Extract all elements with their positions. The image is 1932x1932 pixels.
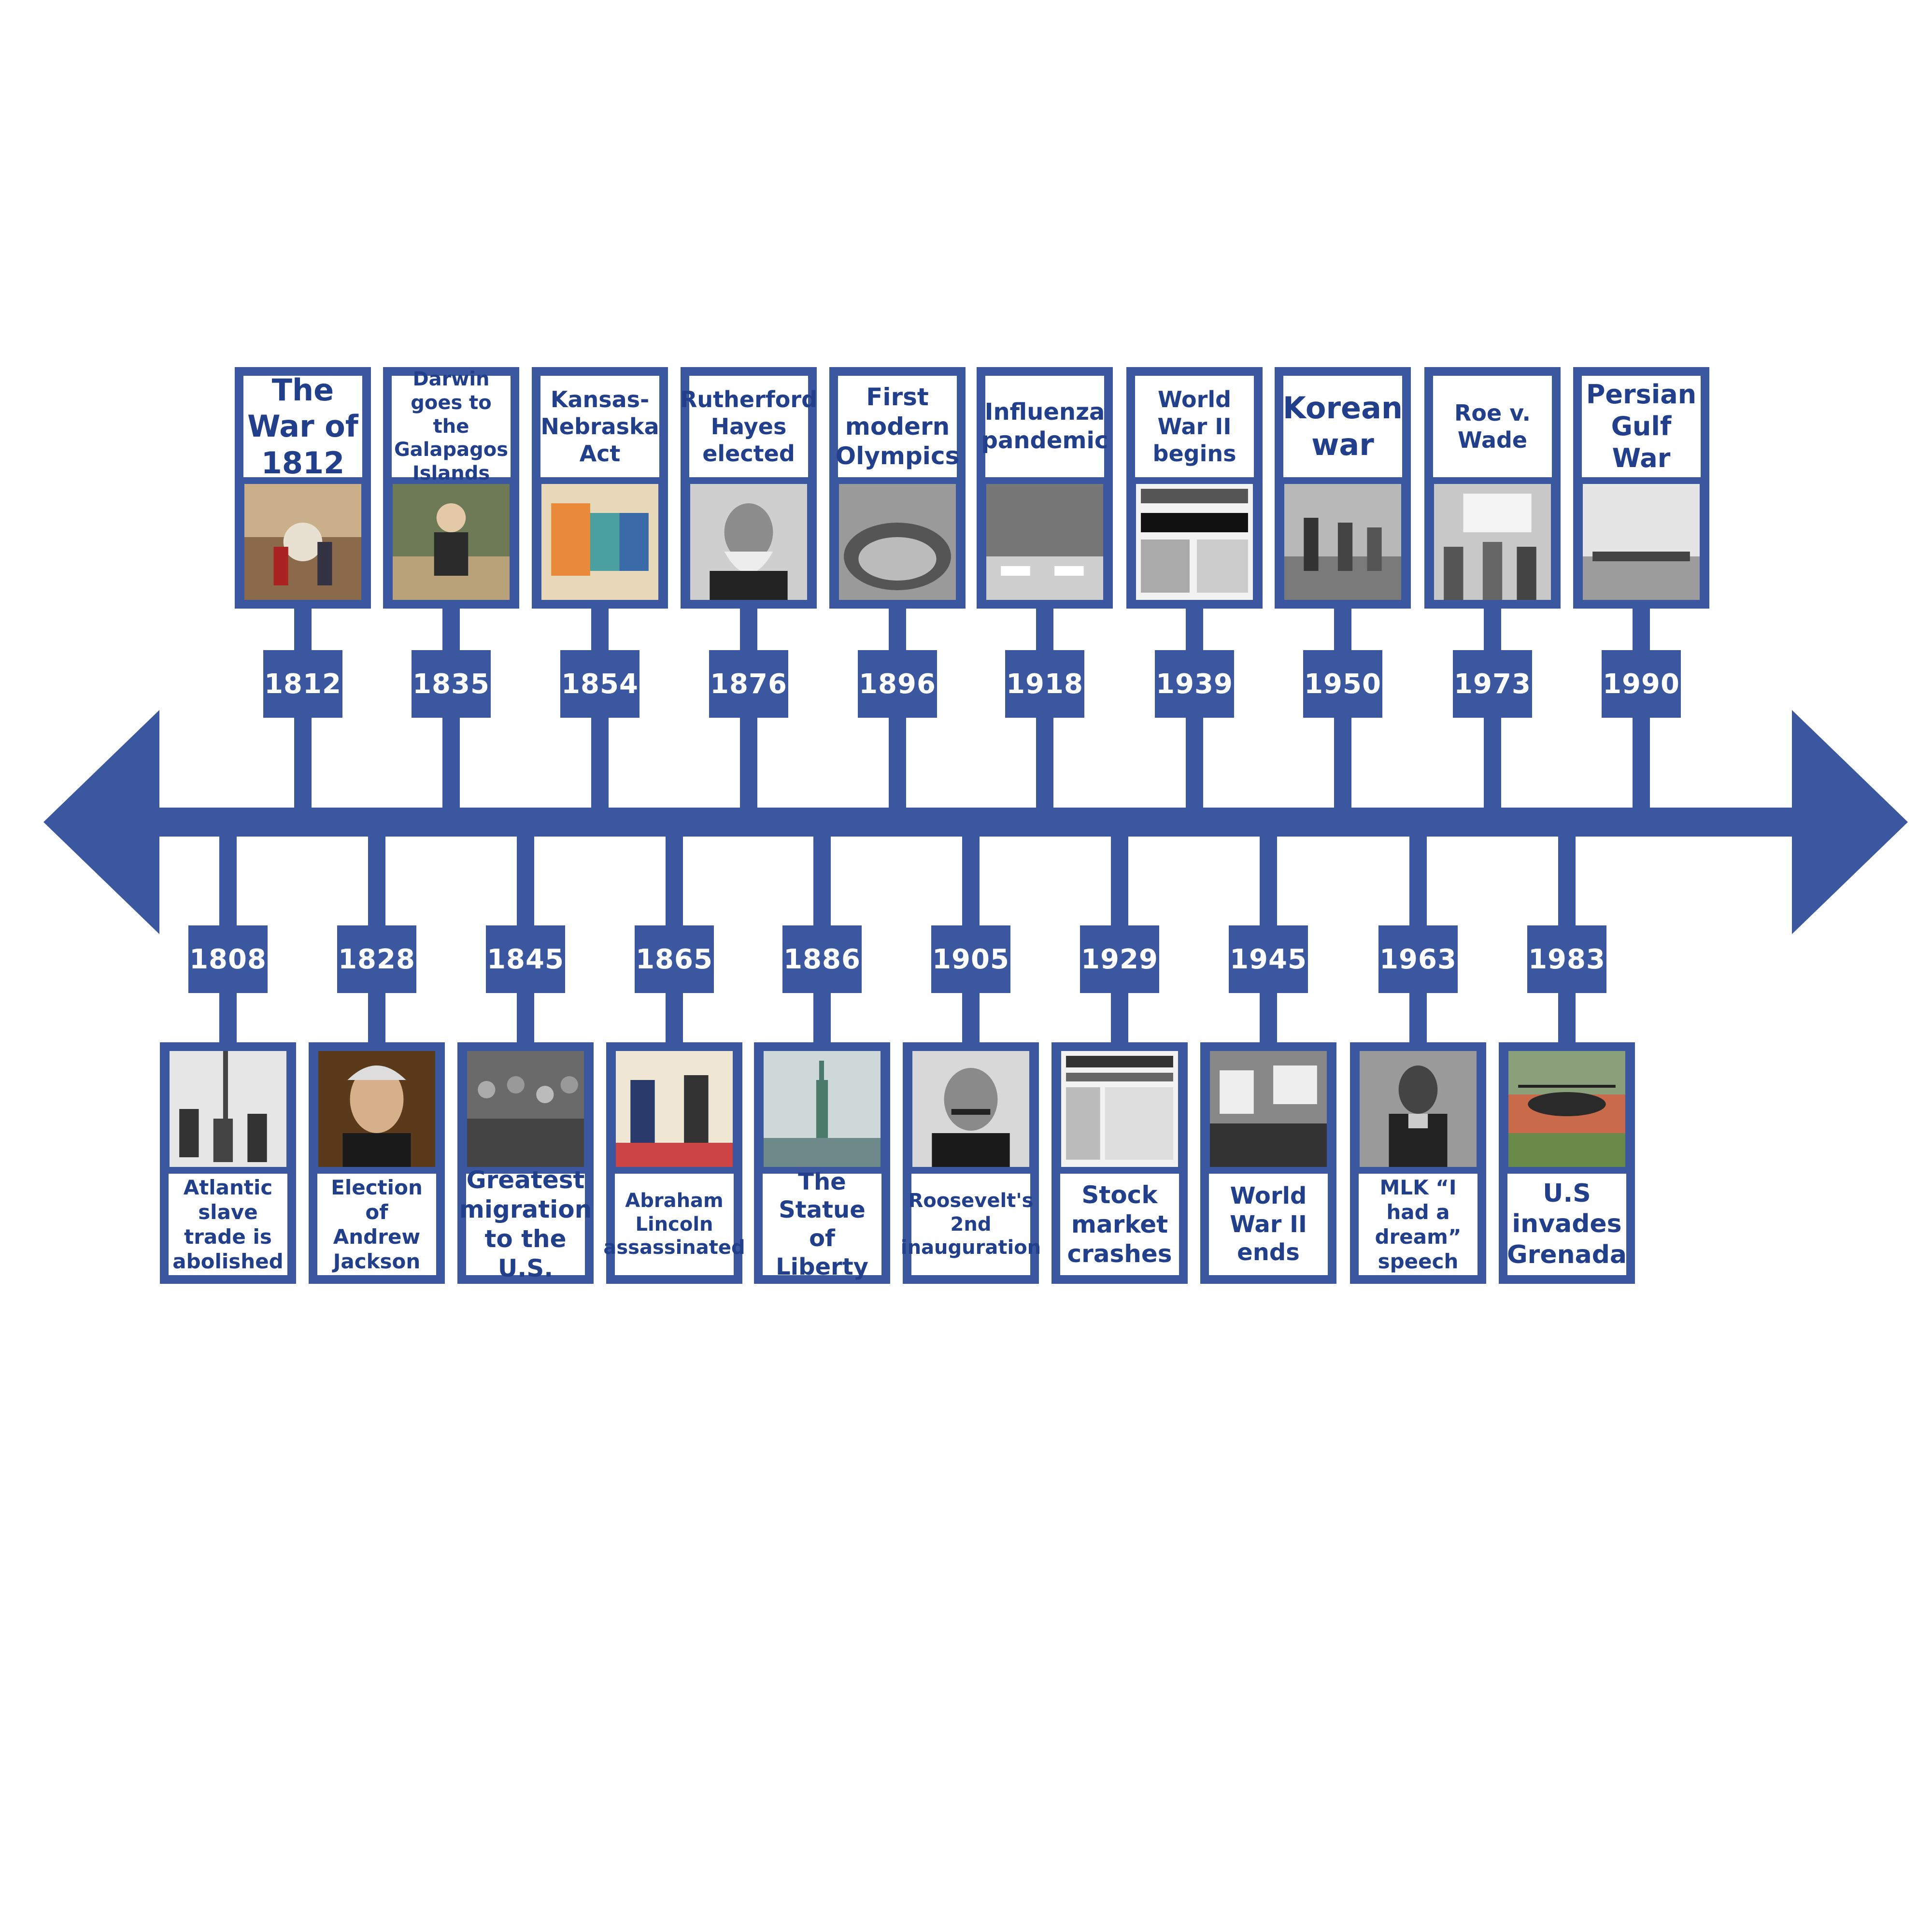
left-arrow-head	[43, 710, 159, 934]
battle-painting-icon	[244, 484, 361, 600]
year-badge: 1828	[337, 925, 416, 993]
year-badge: 1973	[1453, 650, 1532, 718]
soldiers-marching-icon	[1284, 484, 1401, 600]
jackson-portrait-icon	[318, 1051, 435, 1167]
helicopter-icon	[1508, 1051, 1625, 1167]
lincoln-assassination-icon	[616, 1051, 733, 1167]
year-badge: 1835	[412, 650, 491, 718]
immigrant-crowd-icon	[467, 1051, 584, 1167]
year-badge: 1896	[858, 650, 937, 718]
event-caption: First modern Olympics	[836, 376, 959, 477]
event-caption: Roosevelt's 2nd inauguration	[901, 1174, 1041, 1275]
event-caption: Darwin goes to the Galapagos Islands	[392, 368, 511, 484]
newspaper-war-is-on-icon	[1136, 484, 1253, 600]
event-caption: Roe v. Wade	[1433, 376, 1552, 477]
year-badge: 1963	[1378, 925, 1458, 993]
event-caption: World War II ends	[1209, 1174, 1328, 1275]
event-caption: Greatest migration to the U.S.	[459, 1166, 592, 1282]
year-badge: 1845	[486, 925, 565, 993]
event-caption: Stock market crashes	[1060, 1174, 1179, 1275]
event-caption: MLK “I had a dream” speech	[1359, 1174, 1477, 1275]
protest-march-icon	[1434, 484, 1551, 600]
year-badge: 1854	[560, 650, 639, 718]
event-caption: Persian Gulf War	[1582, 376, 1701, 477]
year-badge: 1905	[931, 925, 1010, 993]
event-card: Atlantic slave trade is abolished	[160, 1042, 296, 1284]
year-badge: 1939	[1155, 650, 1234, 718]
event-caption: World War II begins	[1135, 376, 1254, 477]
event-card: Kansas-Nebraska Act	[532, 367, 668, 609]
event-card: Roe v. Wade	[1424, 367, 1561, 609]
hayes-portrait-icon	[690, 484, 807, 600]
darwin-illustration-icon	[393, 484, 510, 600]
roosevelt-portrait-icon	[912, 1051, 1029, 1167]
hospital-ward-icon	[986, 484, 1103, 600]
right-arrow-head	[1792, 710, 1908, 934]
year-badge: 1886	[782, 925, 862, 993]
event-caption: The Statue of Liberty	[763, 1168, 881, 1280]
event-caption: Rutherford Hayes elected	[680, 376, 817, 477]
event-caption: The War of 1812	[243, 372, 362, 481]
event-card: Stock market crashes	[1051, 1042, 1188, 1284]
event-card: The War of 1812	[235, 367, 371, 609]
event-card: The Statue of Liberty	[754, 1042, 890, 1284]
event-caption: Kansas-Nebraska Act	[540, 376, 659, 477]
event-caption: U.S invades Grenada	[1507, 1174, 1627, 1275]
year-badge: 1808	[188, 925, 268, 993]
event-caption: Atlantic slave trade is abolished	[169, 1174, 287, 1275]
event-card: World War II ends	[1200, 1042, 1336, 1284]
event-card: First modern Olympics	[829, 367, 966, 609]
year-badge: 1876	[709, 650, 788, 718]
year-badge: 1812	[263, 650, 342, 718]
year-badge: 1945	[1229, 925, 1308, 993]
year-badge: 1929	[1080, 925, 1159, 993]
year-badge: 1918	[1005, 650, 1084, 718]
year-badge: 1950	[1303, 650, 1382, 718]
mlk-speech-icon	[1360, 1051, 1477, 1167]
statue-of-liberty-icon	[764, 1051, 881, 1167]
event-card: U.S invades Grenada	[1499, 1042, 1635, 1284]
event-card: Darwin goes to the Galapagos Islands	[383, 367, 519, 609]
event-card: Abraham Lincoln assassinated	[603, 1042, 745, 1284]
year-badge: 1990	[1602, 650, 1681, 718]
event-caption: Influenza pandemic	[981, 376, 1108, 477]
event-card: World War II begins	[1126, 367, 1263, 609]
event-card: Korean war	[1275, 367, 1411, 609]
event-card: Rutherford Hayes elected	[680, 367, 817, 609]
timeline-bar	[150, 808, 1806, 837]
war-ends-crowd-icon	[1210, 1051, 1327, 1167]
event-card: Election of Andrew Jackson	[309, 1042, 445, 1284]
event-caption: Abraham Lincoln assassinated	[603, 1174, 745, 1275]
kansas-nebraska-map-icon	[541, 484, 658, 600]
olympic-stadium-icon	[839, 484, 956, 600]
event-caption: Korean war	[1283, 376, 1403, 477]
event-card: MLK “I had a dream” speech	[1350, 1042, 1486, 1284]
event-card: Persian Gulf War	[1573, 367, 1709, 609]
event-card: Roosevelt's 2nd inauguration	[901, 1042, 1041, 1284]
slave-ship-engraving-icon	[170, 1051, 286, 1167]
event-card: Greatest migration to the U.S.	[457, 1042, 594, 1284]
event-caption: Election of Andrew Jackson	[317, 1174, 436, 1275]
desert-troops-icon	[1583, 484, 1700, 600]
stock-crash-newspaper-icon	[1061, 1051, 1178, 1167]
year-badge: 1983	[1527, 925, 1606, 993]
event-card: Influenza pandemic	[977, 367, 1113, 609]
year-badge: 1865	[635, 925, 714, 993]
